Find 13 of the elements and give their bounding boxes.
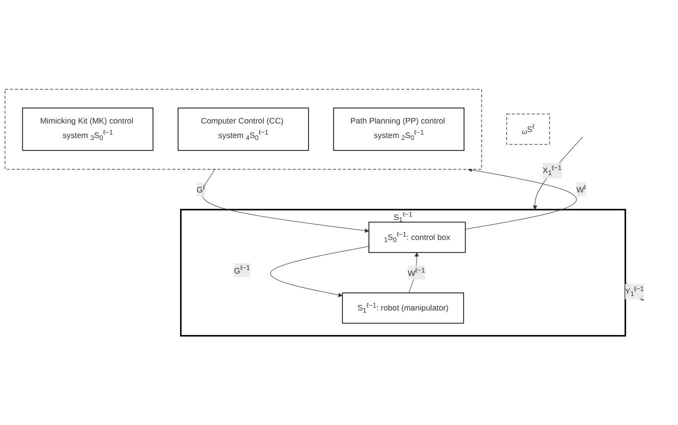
node-box: S$_{1}$$^{ℓ−1}$: robot (manipulator) <box>342 292 464 324</box>
edge-label: G$^{ℓ}$ <box>196 183 206 195</box>
arrow <box>625 282 644 301</box>
node-box: $_{ω}$S$^{ℓ}$ <box>506 114 550 145</box>
edge-label: G$^{ℓ−1}$ <box>234 264 250 276</box>
node-box: $_{1}$S$_{0}$$^{ℓ−1}$: control box <box>368 222 466 253</box>
arrow <box>532 136 584 210</box>
arrow <box>465 168 577 230</box>
arrow <box>270 246 370 298</box>
arrow <box>202 168 370 233</box>
edge-label: W$^{ℓ}$ <box>576 183 586 195</box>
edge-label: W$^{ℓ−1}$ <box>408 266 426 278</box>
cluster <box>4 88 482 170</box>
